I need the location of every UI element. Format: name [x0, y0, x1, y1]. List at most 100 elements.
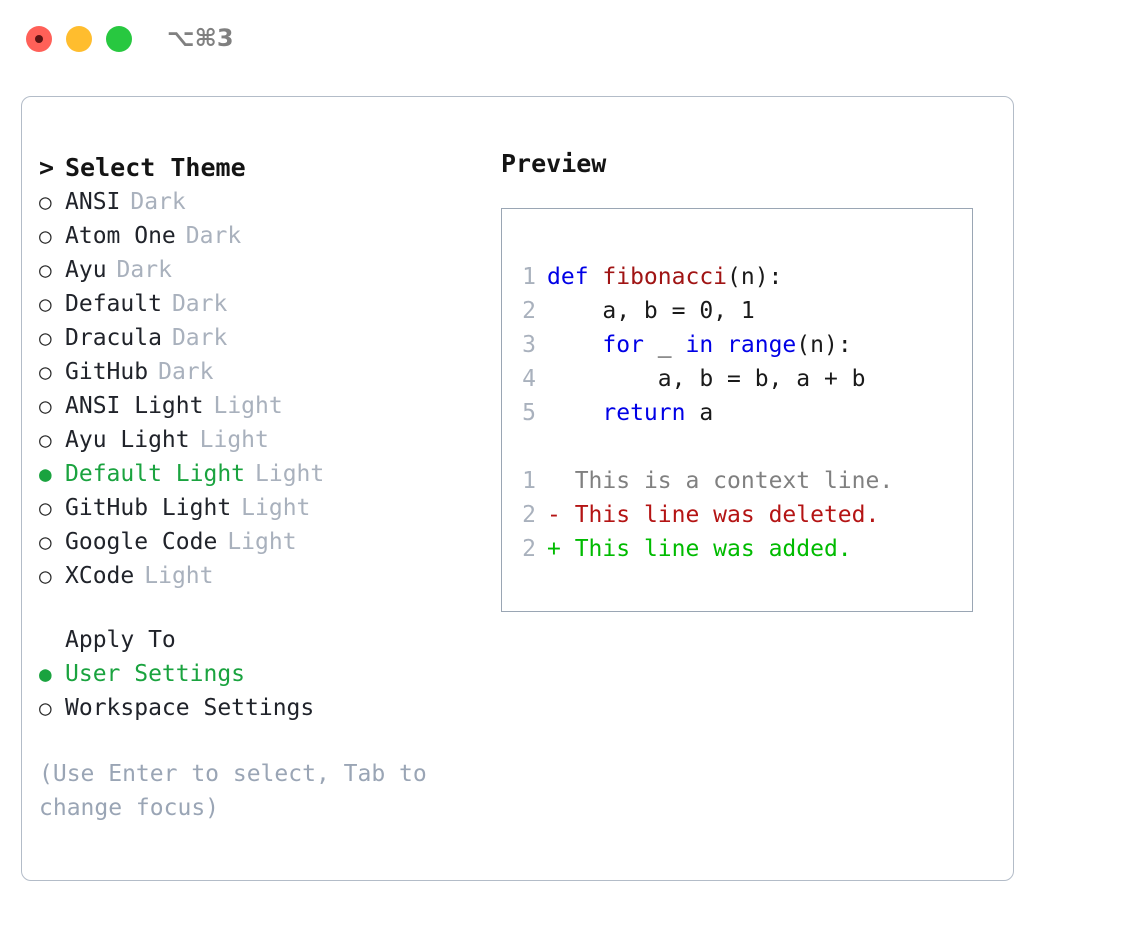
- theme-name: Atom One: [65, 223, 176, 249]
- code-token: [547, 400, 602, 426]
- select-theme-heading: > Select Theme: [39, 149, 479, 185]
- diff-line: 2- This line was deleted.: [514, 498, 966, 532]
- theme-category-badge: Light: [255, 461, 325, 487]
- theme-list-item[interactable]: ○ Ayu Dark: [39, 253, 479, 287]
- code-token: a, b = 0, 1: [547, 298, 755, 324]
- theme-category-badge: Dark: [171, 325, 228, 351]
- diff-text: This line was deleted.: [560, 502, 880, 528]
- theme-list-item[interactable]: ○ GitHub Dark: [39, 355, 479, 389]
- window-maximize-button[interactable]: [106, 26, 132, 52]
- diff-line: 1 This is a context line.: [514, 464, 966, 498]
- title-bar: ⌥⌘3: [0, 0, 1140, 80]
- code-token: for: [602, 332, 644, 358]
- keyboard-hint-text: (Use Enter to select, Tab to change focu…: [39, 761, 427, 821]
- radio-unselected-icon: ○: [39, 564, 52, 588]
- theme-name: XCode: [65, 563, 135, 589]
- theme-name: Dracula: [65, 325, 162, 351]
- line-number: 3: [522, 332, 536, 358]
- code-token: (n):: [727, 264, 783, 290]
- radio-unselected-icon: ○: [39, 428, 52, 452]
- caret-icon: >: [39, 152, 55, 182]
- radio-unselected-icon: ○: [39, 394, 52, 418]
- theme-category-badge: Dark: [116, 257, 172, 283]
- theme-category-badge: Dark: [171, 291, 228, 317]
- diff-marker: [547, 468, 561, 494]
- line-number: 4: [522, 366, 536, 392]
- radio-unselected-icon: ○: [39, 258, 52, 282]
- theme-category-badge: Dark: [185, 223, 242, 249]
- code-token: [713, 332, 727, 358]
- recording-indicator-icon: [35, 35, 43, 43]
- apply-to-list: ●User Settings○Workspace Settings: [39, 657, 479, 725]
- theme-list-item[interactable]: ○ ANSI Light Light: [39, 389, 479, 423]
- code-token: a, b = b, a + b: [547, 366, 866, 392]
- code-line: 4 a, b = b, a + b: [514, 362, 966, 396]
- code-token: _: [643, 332, 686, 358]
- code-token: return: [602, 400, 686, 426]
- code-token: in: [685, 332, 714, 358]
- theme-name: GitHub Light: [65, 495, 232, 521]
- theme-list-item[interactable]: ● Default Light Light: [39, 457, 479, 491]
- apply-to-option[interactable]: ○Workspace Settings: [39, 691, 479, 725]
- apply-to-heading: Apply To: [65, 627, 176, 653]
- radio-unselected-icon: ○: [39, 224, 52, 248]
- code-diff-separator: [514, 430, 966, 464]
- code-line: 5 return a: [514, 396, 966, 430]
- line-number: 2: [522, 536, 536, 562]
- theme-name: Ayu Light: [65, 427, 190, 453]
- line-number: 2: [522, 502, 536, 528]
- code-token: [547, 332, 602, 358]
- code-line: 2 a, b = 0, 1: [514, 294, 966, 328]
- keyboard-shortcut-label: ⌥⌘3: [167, 24, 234, 52]
- theme-name: ANSI Light: [65, 393, 204, 419]
- diff-line: 2 + This line was added.: [514, 532, 966, 566]
- theme-list-item[interactable]: ○ Google Code Light: [39, 525, 479, 559]
- radio-unselected-icon: ○: [39, 292, 52, 316]
- window-minimize-button[interactable]: [66, 26, 92, 52]
- theme-category-badge: Dark: [158, 359, 214, 385]
- theme-category-badge: Light: [199, 427, 269, 453]
- radio-selected-icon: ●: [39, 462, 52, 486]
- theme-list-item[interactable]: ○ Ayu Light Light: [39, 423, 479, 457]
- radio-unselected-icon: ○: [39, 360, 52, 384]
- diff-text: This line was added.: [560, 536, 852, 562]
- code-token: def: [547, 264, 603, 290]
- radio-unselected-icon: ○: [39, 496, 52, 520]
- theme-name: Google Code: [65, 529, 218, 555]
- apply-to-label: User Settings: [65, 661, 246, 687]
- theme-category-badge: Light: [144, 563, 214, 589]
- line-number: 5: [522, 400, 536, 426]
- theme-name: Default Light: [65, 461, 246, 487]
- diff-marker: +: [547, 536, 561, 562]
- theme-category-badge: Light: [213, 393, 283, 419]
- preview-heading: Preview: [501, 149, 607, 178]
- code-token: fibonacci: [602, 264, 728, 290]
- theme-name: GitHub: [65, 359, 149, 385]
- theme-name: Ayu: [65, 257, 107, 283]
- theme-list-item[interactable]: ○ Atom One Dark: [39, 219, 479, 253]
- theme-list-item[interactable]: ○ XCode Light: [39, 559, 479, 593]
- code-line: 3 for _ in range(n):: [514, 328, 966, 362]
- theme-category-badge: Light: [241, 495, 311, 521]
- code-token: a: [685, 400, 714, 426]
- diff-marker: -: [547, 502, 561, 528]
- radio-unselected-icon: ○: [39, 530, 52, 554]
- apply-to-option[interactable]: ●User Settings: [39, 657, 479, 691]
- theme-list-item[interactable]: ○ GitHub Light Light: [39, 491, 479, 525]
- line-number: 1: [522, 468, 536, 494]
- apply-to-label: Workspace Settings: [65, 695, 315, 721]
- select-theme-label: Select Theme: [65, 152, 246, 182]
- radio-unselected-icon: ○: [39, 190, 52, 214]
- theme-category-badge: Light: [227, 529, 297, 555]
- code-token: (n):: [796, 332, 852, 358]
